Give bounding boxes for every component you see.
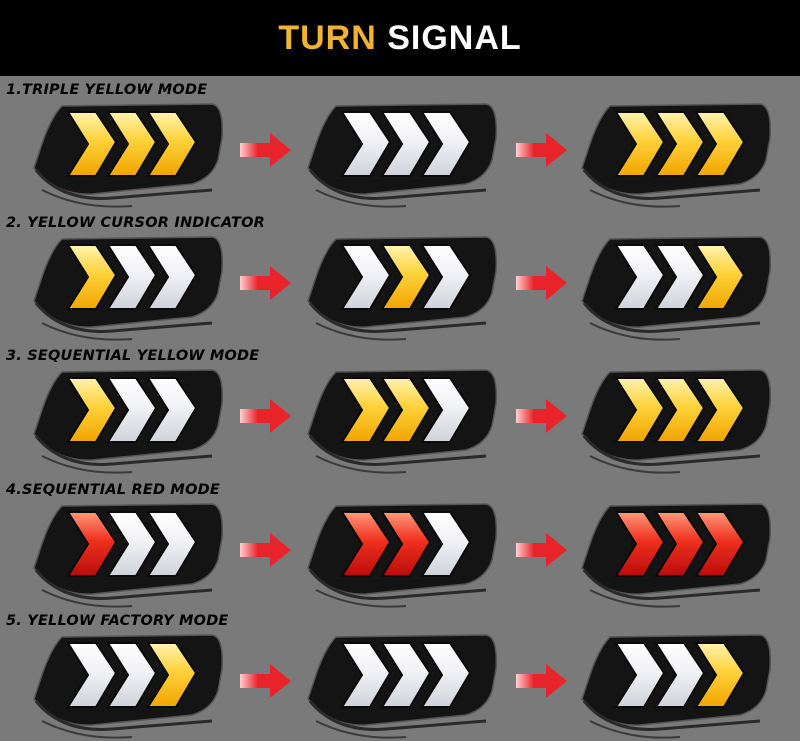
chevron-1-red [66, 511, 118, 577]
chevron-3-white [420, 511, 472, 577]
right-arrow-icon [240, 663, 292, 699]
mode-label: 5. YELLOW FACTORY MODE [6, 613, 229, 629]
page-title: TURN SIGNAL [278, 19, 521, 58]
tail-light-frame-3 [570, 498, 775, 610]
title-word-signal: SIGNAL [387, 18, 522, 57]
chevron-1-yellow [340, 377, 392, 443]
chevron-3-white [420, 642, 472, 708]
chevron-1-white [66, 642, 118, 708]
tail-light-frame-2 [296, 629, 501, 741]
chevron-2-yellow [654, 111, 706, 177]
chevron-1-yellow [614, 377, 666, 443]
tail-light-frame-3 [570, 364, 775, 476]
chevron-1-red [340, 511, 392, 577]
right-arrow-icon [516, 532, 568, 568]
tail-light-frame-2 [296, 364, 501, 476]
right-arrow-icon [240, 265, 292, 301]
mode-label: 3. SEQUENTIAL YELLOW MODE [6, 348, 260, 364]
chevron-2-white [654, 642, 706, 708]
mode-label: 4.SEQUENTIAL RED MODE [6, 482, 220, 498]
chevron-3-yellow [694, 244, 746, 310]
chevron-1-yellow [66, 244, 118, 310]
chevron-2-white [380, 111, 432, 177]
tail-light-frame-3 [570, 629, 775, 741]
chevron-1-white [340, 111, 392, 177]
chevron-3-white [420, 377, 472, 443]
chevron-2-white [380, 642, 432, 708]
chevron-2-white [106, 511, 158, 577]
chevron-2-yellow [654, 377, 706, 443]
chevron-1-white [340, 244, 392, 310]
mode-row-5: 5. YELLOW FACTORY MODE [0, 611, 800, 741]
chevron-1-white [340, 642, 392, 708]
chevron-3-red [694, 511, 746, 577]
chevron-3-yellow [146, 642, 198, 708]
tail-light-frame-1 [22, 364, 227, 476]
tail-light-frame-1 [22, 629, 227, 741]
chevron-2-white [654, 244, 706, 310]
right-arrow-icon [240, 532, 292, 568]
tail-light-frame-2 [296, 98, 501, 210]
mode-row-4: 4.SEQUENTIAL RED MODE [0, 480, 800, 610]
chevron-3-white [146, 377, 198, 443]
chevron-1-red [614, 511, 666, 577]
chevron-3-yellow [694, 377, 746, 443]
chevron-3-white [420, 111, 472, 177]
chevron-2-yellow [380, 377, 432, 443]
chevron-3-yellow [694, 111, 746, 177]
tail-light-frame-3 [570, 98, 775, 210]
chevron-1-white [614, 642, 666, 708]
chevron-1-yellow [614, 111, 666, 177]
chevron-2-white [106, 377, 158, 443]
chevron-3-white [420, 244, 472, 310]
chevron-2-red [380, 511, 432, 577]
mode-row-2: 2. YELLOW CURSOR INDICATOR [0, 213, 800, 343]
chevron-1-white [614, 244, 666, 310]
right-arrow-icon [240, 132, 292, 168]
right-arrow-icon [516, 663, 568, 699]
tail-light-frame-1 [22, 98, 227, 210]
title-word-turn: TURN [278, 18, 377, 57]
chevron-2-yellow [106, 111, 158, 177]
right-arrow-icon [516, 132, 568, 168]
right-arrow-icon [516, 265, 568, 301]
mode-label: 1.TRIPLE YELLOW MODE [6, 82, 208, 98]
mode-row-1: 1.TRIPLE YELLOW MODE [0, 80, 800, 210]
right-arrow-icon [240, 398, 292, 434]
mode-label: 2. YELLOW CURSOR INDICATOR [6, 215, 265, 231]
tail-light-frame-3 [570, 231, 775, 343]
chevron-2-white [106, 244, 158, 310]
chevron-2-white [106, 642, 158, 708]
chevron-2-red [654, 511, 706, 577]
tail-light-frame-2 [296, 231, 501, 343]
chevron-1-yellow [66, 377, 118, 443]
header-banner: TURN SIGNAL [0, 0, 800, 76]
chevron-2-yellow [380, 244, 432, 310]
right-arrow-icon [516, 398, 568, 434]
mode-row-3: 3. SEQUENTIAL YELLOW MODE [0, 346, 800, 476]
chevron-3-white [146, 511, 198, 577]
chevron-3-yellow [694, 642, 746, 708]
tail-light-frame-1 [22, 231, 227, 343]
chevron-1-yellow [66, 111, 118, 177]
tail-light-frame-2 [296, 498, 501, 610]
tail-light-frame-1 [22, 498, 227, 610]
chevron-3-yellow [146, 111, 198, 177]
chevron-3-white [146, 244, 198, 310]
